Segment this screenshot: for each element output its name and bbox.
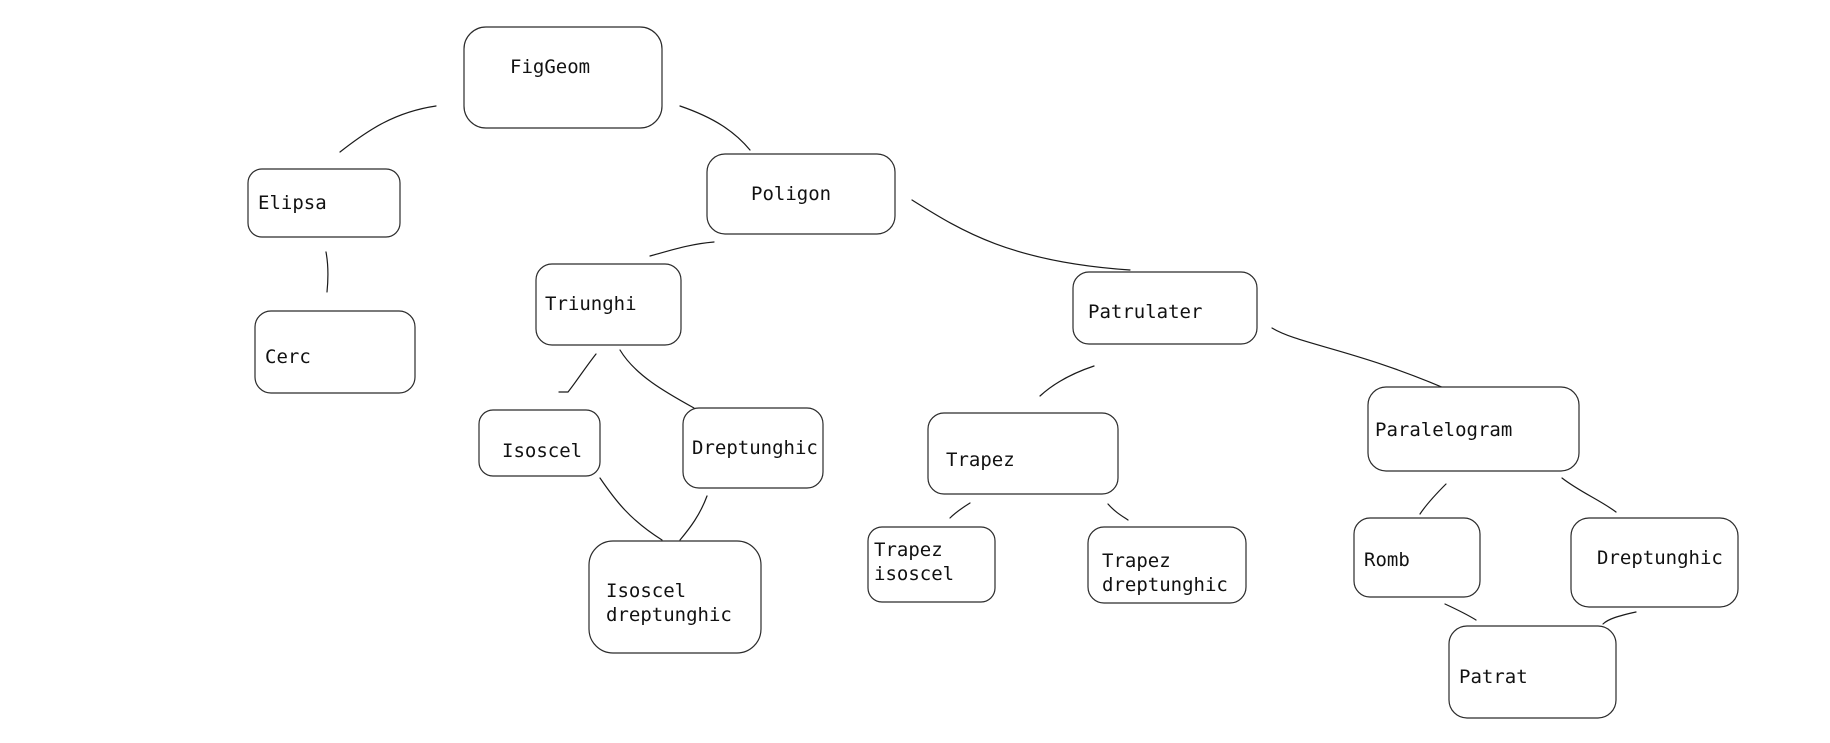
node-romb: Romb	[1353, 517, 1481, 598]
edge-trapez-trapez-isoscel	[949, 502, 971, 519]
node-patrulater: Patrulater	[1072, 271, 1258, 345]
edge-figgeom-poligon	[679, 105, 751, 151]
node-label: Patrat	[1459, 666, 1528, 688]
node-dreptunghic-tri: Dreptunghic	[682, 407, 824, 489]
node-label: dreptunghic	[606, 604, 732, 626]
node-label: Triunghi	[545, 293, 637, 315]
node-dreptunghic-par: Dreptunghic	[1570, 517, 1739, 608]
node-label: Isoscel	[606, 580, 686, 602]
node-box	[682, 407, 824, 489]
node-box	[706, 153, 896, 235]
node-isoscel: Isoscel	[478, 409, 601, 477]
node-paralelogram: Paralelogram	[1367, 386, 1580, 472]
edge-isoscel-isoscel-dreptunghic	[599, 477, 663, 541]
node-label: Romb	[1364, 549, 1410, 571]
node-box	[535, 263, 682, 346]
node-triunghi: Triunghi	[535, 263, 682, 346]
node-box	[1367, 386, 1580, 472]
edge-dreptunghic-tri-isoscel-dreptunghic	[679, 495, 708, 541]
edge-romb-patrat	[1444, 603, 1477, 621]
node-poligon: Poligon	[706, 153, 896, 235]
node-label: Trapez	[874, 539, 943, 561]
edge-paralelogram-dreptunghic-par	[1561, 477, 1617, 513]
edge-patrulater-paralelogram	[1271, 327, 1461, 396]
node-label: dreptunghic	[1102, 574, 1228, 596]
edge-paralelogram-romb	[1419, 483, 1447, 515]
node-box	[1570, 517, 1739, 608]
edge-trapez-trapez-dreptunghic	[1107, 503, 1129, 521]
node-label: Dreptunghic	[1597, 547, 1723, 569]
node-label: FigGeom	[510, 56, 590, 78]
node-label: Isoscel	[502, 440, 582, 462]
node-box	[588, 540, 762, 654]
node-box	[1448, 625, 1617, 719]
node-label: Trapez	[1102, 550, 1171, 572]
node-label: Cerc	[265, 346, 311, 368]
edge-elipsa-cerc	[325, 251, 329, 293]
node-label: Trapez	[946, 449, 1015, 471]
edge-poligon-patrulater	[911, 199, 1131, 271]
node-box	[1087, 526, 1247, 604]
node-label: Elipsa	[258, 192, 327, 214]
node-label: Paralelogram	[1375, 419, 1512, 441]
node-trapez: Trapez	[927, 412, 1119, 495]
node-box	[1353, 517, 1481, 598]
node-box	[478, 409, 601, 477]
edge-poligon-triunghi	[649, 241, 715, 257]
node-box	[463, 26, 663, 129]
node-elipsa: Elipsa	[247, 168, 401, 238]
edge-triunghi-isoscel	[558, 353, 597, 393]
node-box	[867, 526, 996, 603]
edge-patrulater-trapez	[1039, 365, 1095, 397]
node-box	[1072, 271, 1258, 345]
edge-dreptunghic-par-patrat	[1602, 611, 1637, 625]
edge-triunghi-dreptunghic-tri	[619, 349, 695, 409]
node-box	[247, 168, 401, 238]
node-patrat: Patrat	[1448, 625, 1617, 719]
edges-layer	[325, 105, 1637, 625]
edge-figgeom-elipsa	[339, 105, 437, 153]
node-figgeom: FigGeom	[463, 26, 663, 129]
node-cerc: Cerc	[254, 310, 416, 394]
node-label: Poligon	[751, 183, 831, 205]
node-label: isoscel	[874, 563, 954, 585]
node-box	[254, 310, 416, 394]
node-label: Patrulater	[1088, 301, 1202, 323]
node-box	[927, 412, 1119, 495]
node-label: Dreptunghic	[692, 437, 818, 459]
